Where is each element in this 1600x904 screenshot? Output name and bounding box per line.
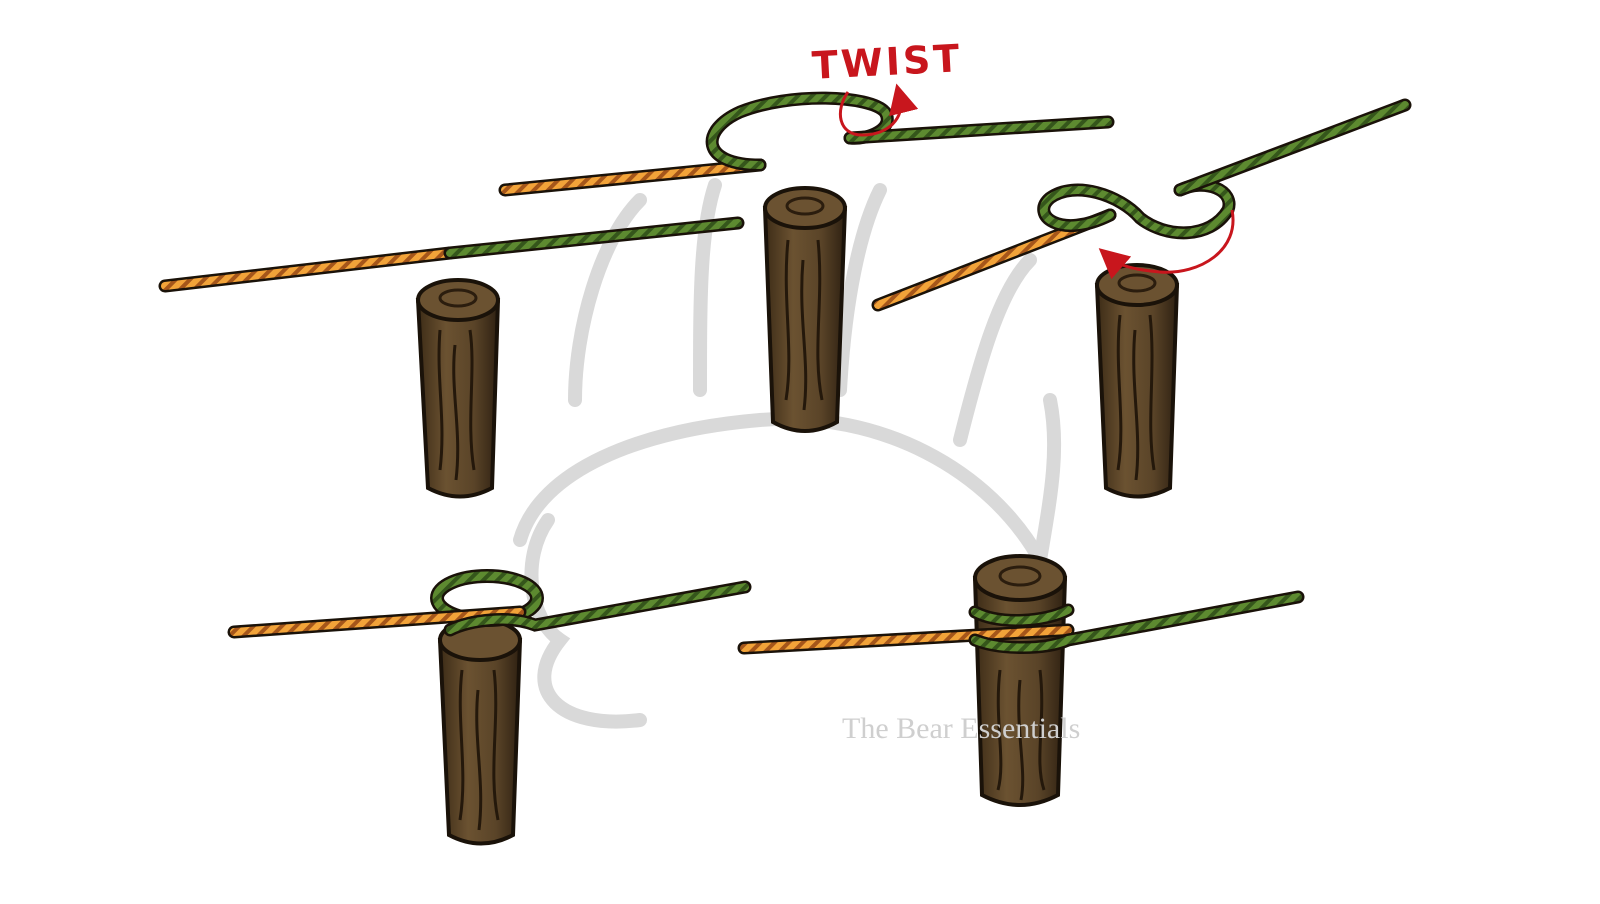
rope-1 <box>158 216 745 293</box>
post-3 <box>1094 263 1180 499</box>
rope-3 <box>871 98 1412 312</box>
post-4 <box>437 618 523 846</box>
step-2 <box>498 83 1115 433</box>
post-2 <box>762 186 848 433</box>
move-arrow <box>1098 209 1235 280</box>
twist-label: TWIST <box>810 36 964 88</box>
rope-2 <box>498 91 1115 197</box>
post-5 <box>972 554 1068 807</box>
step-1 <box>158 216 745 499</box>
rope-4 <box>227 569 752 639</box>
step-5 <box>737 554 1305 807</box>
watermark-text: The Bear Essentials <box>842 712 1081 745</box>
step-3 <box>871 98 1412 499</box>
twist-arrow <box>839 83 919 137</box>
rope-5 <box>737 590 1305 655</box>
bear-paw-icon <box>513 178 1062 729</box>
step-4 <box>227 569 752 846</box>
post-1 <box>415 278 501 499</box>
